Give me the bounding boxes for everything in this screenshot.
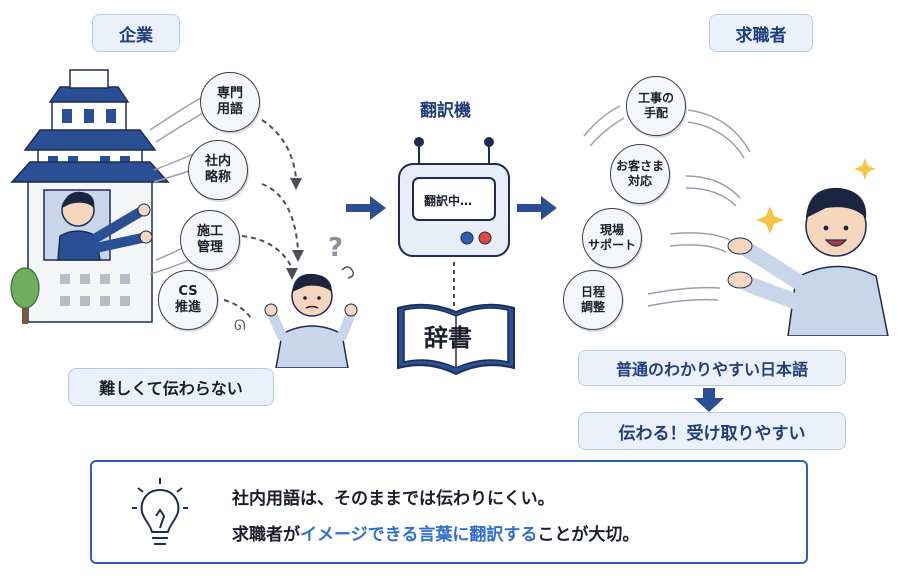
- easy-to-receive-text: 伝わる！受け取りやすい: [618, 423, 806, 444]
- dictionary-book-illustration: [397, 303, 515, 376]
- term-bubble-kouji-tehai: 工事の手配: [626, 76, 686, 136]
- term-bubble-okyakusama-taiou: お客さま対応: [610, 144, 670, 204]
- message-line-2-highlight: イメージできる言葉に翻訳する: [300, 525, 538, 545]
- svg-text:?: ?: [328, 233, 343, 263]
- lightbulb-icon: [132, 478, 188, 545]
- happy-jobseeker-illustration: [727, 158, 889, 336]
- dictionary-label: 辞書: [424, 324, 472, 352]
- message-line-2-part-c: ことが大切。: [537, 525, 640, 545]
- motion-lines-right: [583, 105, 751, 307]
- steam-puff-icon: ᘏ: [234, 318, 246, 334]
- hard-to-convey-label: 難しくて伝わらない: [68, 368, 274, 406]
- company-building-illustration: [10, 69, 170, 324]
- term-bubble-shanai-ryakushou: 社内略称: [188, 140, 248, 200]
- message-line-2-part-a: 求職者が: [232, 525, 300, 545]
- arrow-right-icon: [517, 196, 557, 220]
- company-label: 企業: [92, 14, 180, 52]
- translator-machine-illustration: [398, 137, 510, 257]
- translator-label: 翻訳機: [420, 101, 471, 121]
- term-bubble-nittei-chousei: 日程調整: [563, 270, 623, 330]
- confused-person-illustration: ?: [264, 233, 358, 368]
- jobseeker-label-text: 求職者: [735, 25, 787, 46]
- hard-to-convey-text: 難しくて伝わらない: [99, 379, 243, 398]
- arrow-down-icon: [694, 388, 724, 412]
- jobseeker-label: 求職者: [709, 14, 813, 52]
- easy-to-receive-label: 伝わる！受け取りやすい: [578, 412, 846, 450]
- company-label-text: 企業: [119, 25, 153, 46]
- term-bubble-genba-support: 現場サポート: [582, 208, 642, 268]
- term-bubble-sekou-kanri: 施工管理: [180, 210, 240, 270]
- dashed-arrows: [223, 119, 304, 321]
- translating-display: 翻訳中…: [424, 194, 473, 208]
- message-line-1: 社内用語は、そのままでは伝わりにくい。: [232, 489, 555, 509]
- plain-japanese-label: 普通のわかりやすい日本語: [578, 350, 846, 386]
- term-bubble-senmon-yougo: 専門用語: [200, 72, 260, 132]
- arrow-right-icon: [346, 196, 386, 220]
- plain-japanese-text: 普通のわかりやすい日本語: [615, 360, 808, 379]
- key-message-box: 社内用語は、そのままでは伝わりにくい。 求職者がイメージできる言葉に翻訳すること…: [90, 460, 808, 564]
- message-line-2: 求職者がイメージできる言葉に翻訳することが大切。: [232, 520, 639, 545]
